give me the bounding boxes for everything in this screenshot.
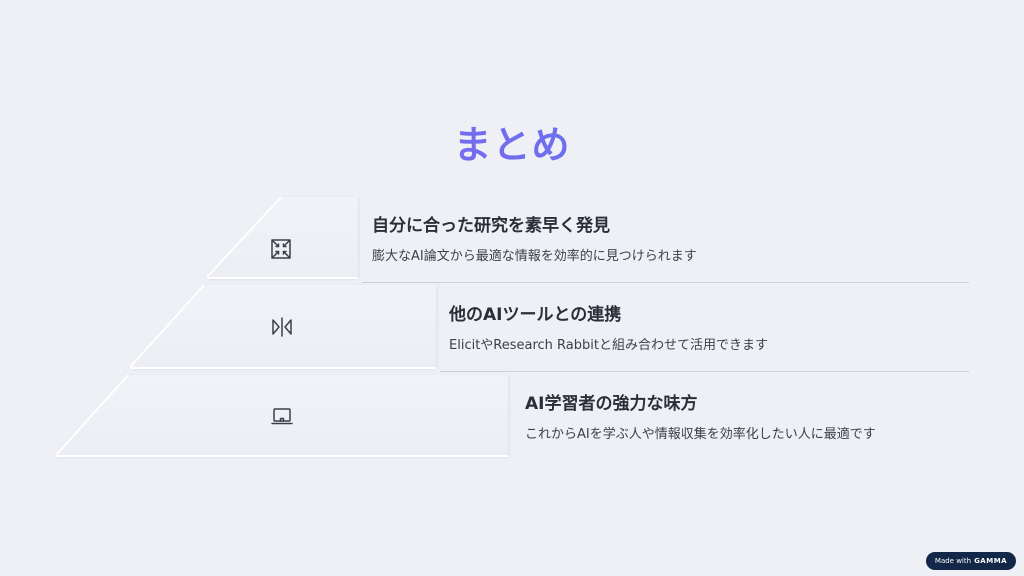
tier-2-heading: 他のAIツールとの連携 bbox=[449, 305, 622, 325]
divider-1 bbox=[362, 282, 969, 283]
tier-1-description: 膨大なAI論文から最適な情報を効率的に見つけられます bbox=[372, 249, 697, 264]
tier-2-description: ElicitやResearch Rabbitと組み合わせて活用できます bbox=[449, 338, 768, 353]
slide-title: まとめ bbox=[0, 114, 1024, 169]
compress-arrows-icon bbox=[269, 237, 293, 261]
tier-3-heading: AI学習者の強力な味方 bbox=[525, 394, 698, 414]
divider-2 bbox=[440, 371, 969, 372]
made-with-gamma-badge[interactable]: Made with GAMMA bbox=[926, 552, 1016, 570]
badge-prefix: Made with bbox=[934, 557, 972, 565]
gamma-logo-text: GAMMA bbox=[974, 557, 1008, 565]
laptop-icon bbox=[270, 404, 294, 428]
tier-3-description: これからAIを学ぶ人や情報収集を効率化したい人に最適です bbox=[525, 427, 876, 442]
pyramid-tier-1 bbox=[206, 196, 358, 279]
pyramid-tier-3 bbox=[55, 374, 508, 457]
pyramid-tier-2 bbox=[129, 284, 436, 369]
tier-1-heading: 自分に合った研究を素早く発見 bbox=[372, 216, 610, 236]
flip-horizontal-icon bbox=[270, 315, 294, 339]
